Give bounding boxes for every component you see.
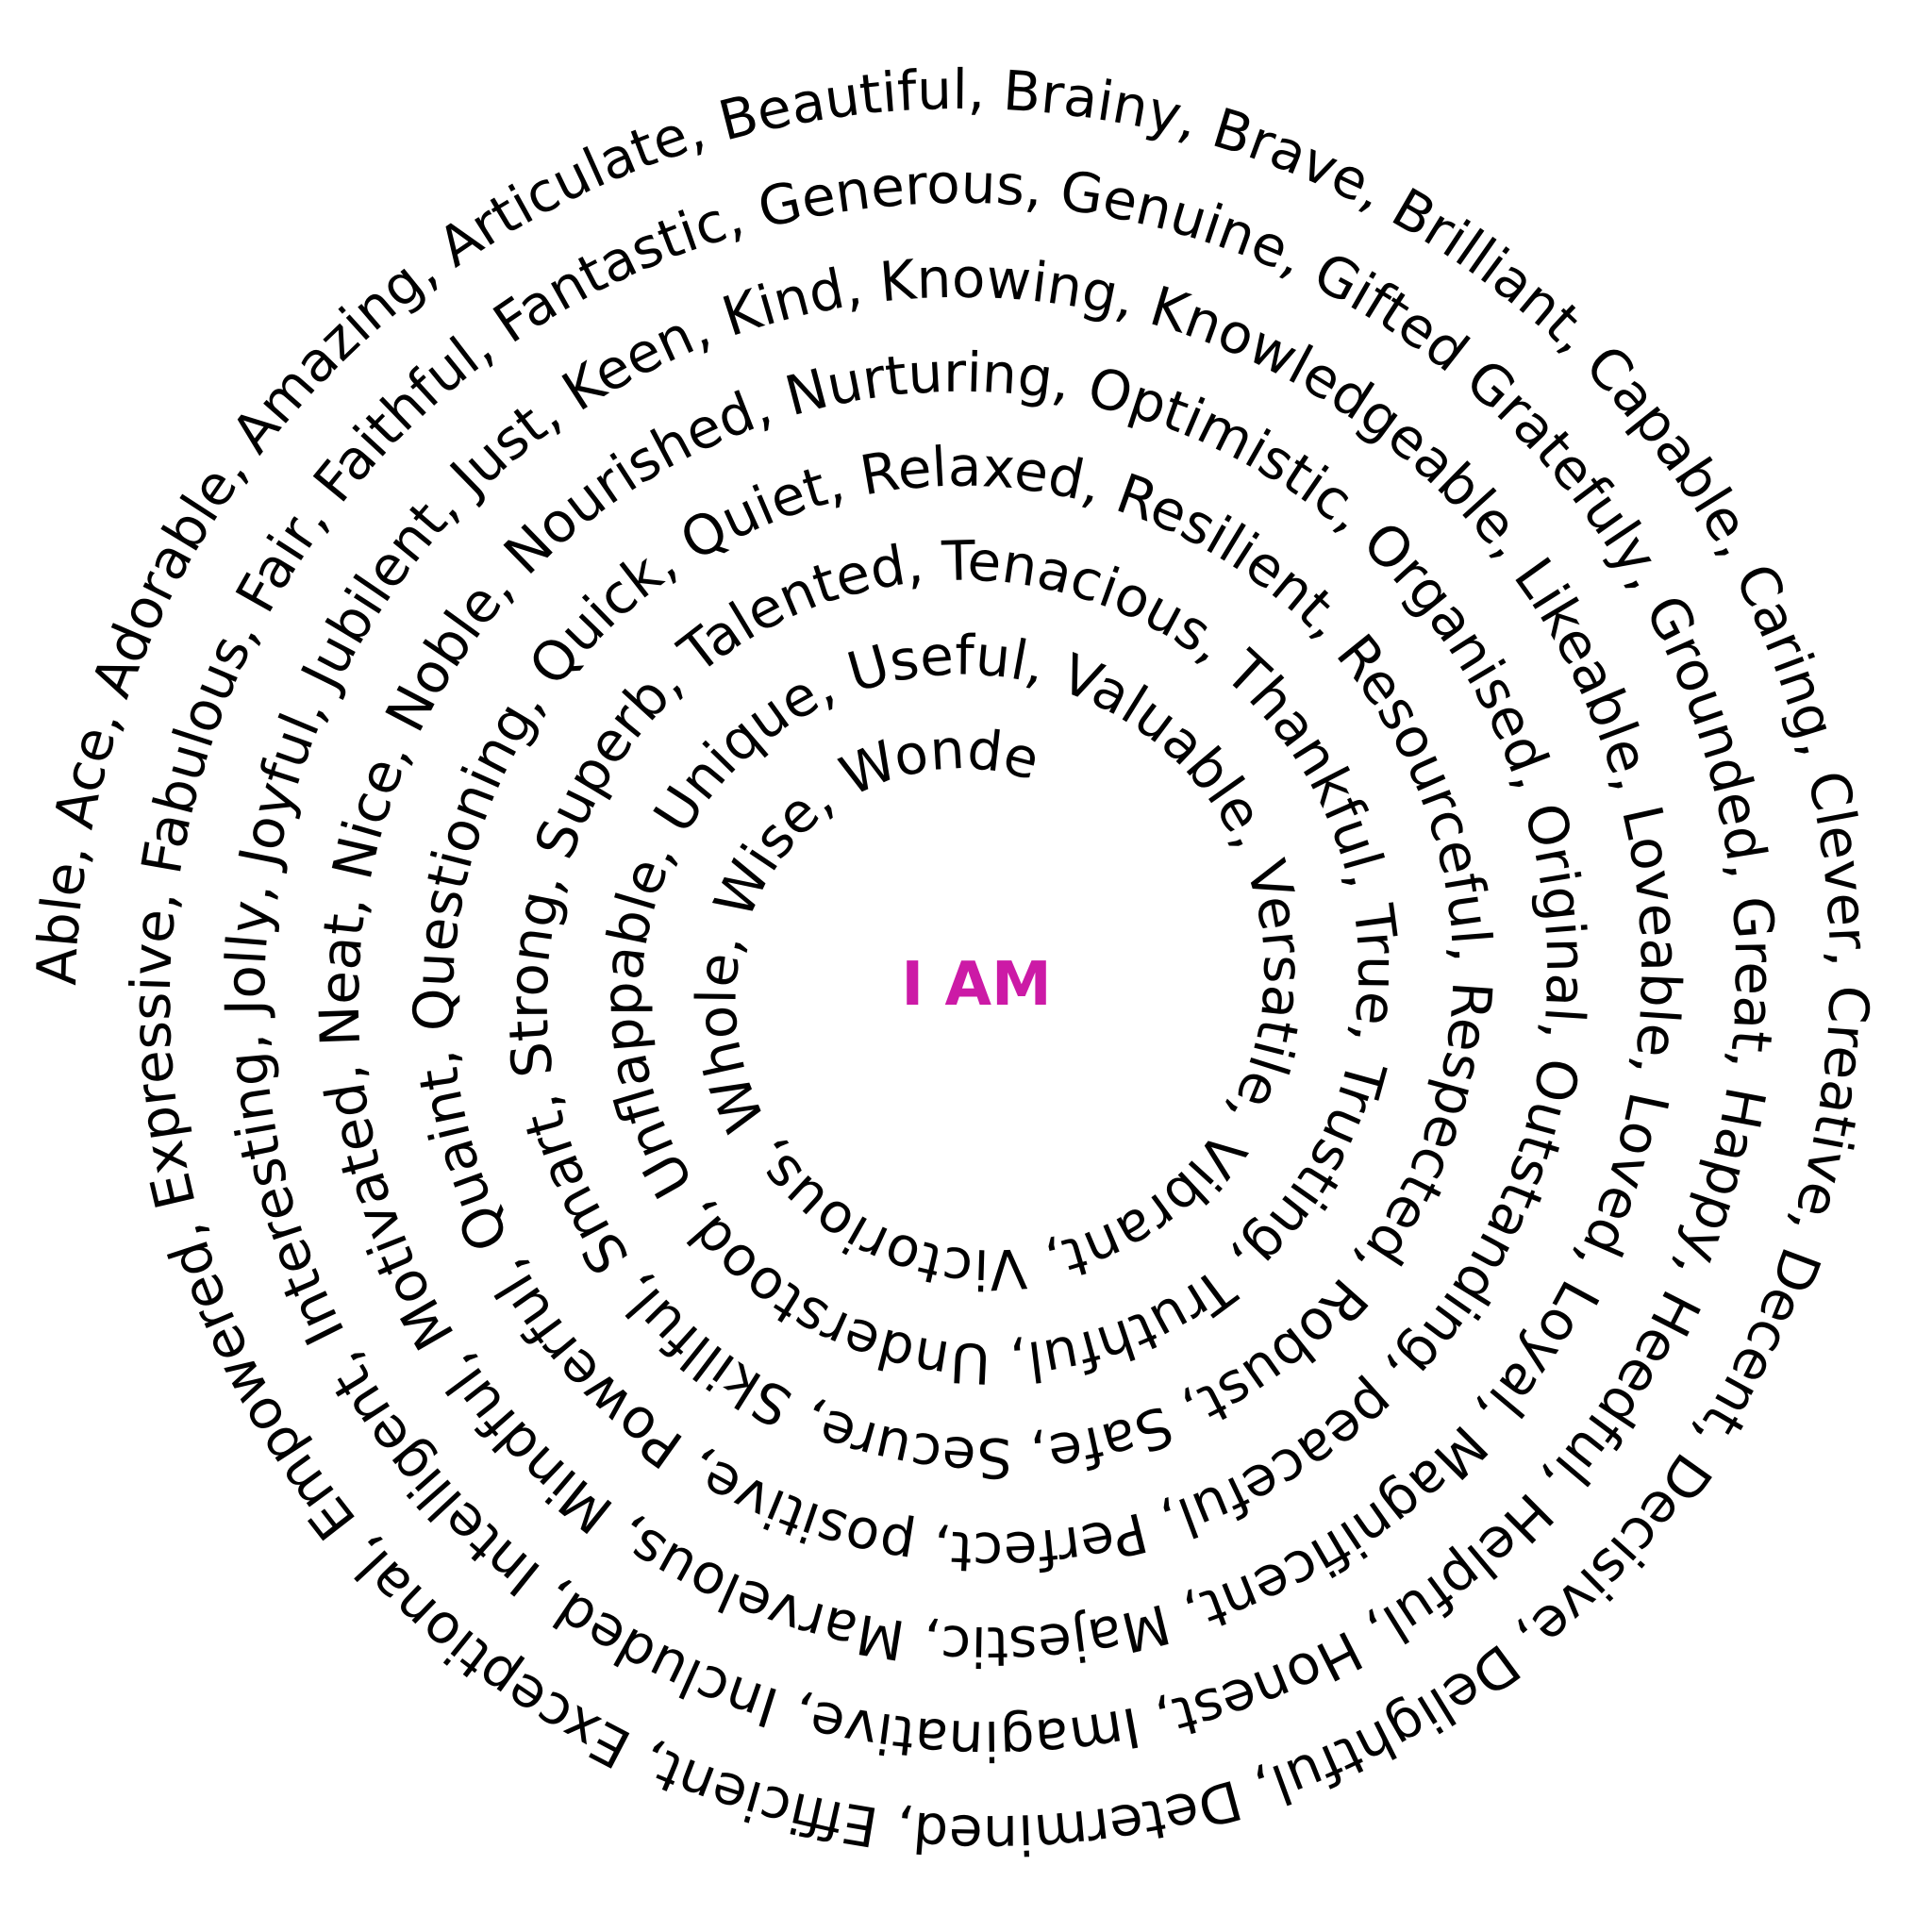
affirmation-words: Able, Ace, Adorable, Amazing, Articulate… (0, 0, 1881, 1867)
center-title: I AM (901, 950, 1051, 1020)
affirmation-spiral-text: Able, Ace, Adorable, Amazing, Articulate… (0, 0, 1881, 1867)
